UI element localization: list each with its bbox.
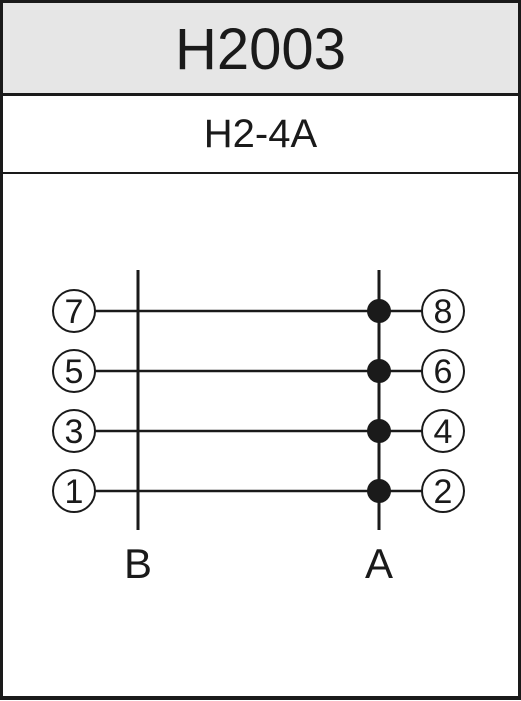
pin-number-right: 2 <box>434 473 453 511</box>
pin-number-left: 7 <box>65 293 84 331</box>
pin-number-left: 5 <box>65 353 84 391</box>
pin-number-left: 3 <box>65 413 84 451</box>
pin-number-right: 4 <box>434 413 453 451</box>
model-title: H2003 <box>175 17 346 82</box>
side-label-a: A <box>365 540 393 587</box>
pin-circle-left <box>52 469 96 513</box>
pin-number-right: 8 <box>434 293 453 331</box>
pin-circle-left <box>52 349 96 393</box>
pin-circle-right <box>421 289 465 333</box>
junction-dot <box>367 359 391 383</box>
junction-dot <box>367 479 391 503</box>
model-header: H2003 <box>3 3 518 96</box>
pin-circle-left <box>52 409 96 453</box>
junction-dot <box>367 419 391 443</box>
pin-number-right: 6 <box>434 353 453 391</box>
subtitle-row: H2-4A <box>3 96 518 174</box>
junction-dot <box>367 299 391 323</box>
pin-circle-left <box>52 289 96 333</box>
pin-circle-right <box>421 349 465 393</box>
side-label-b: B <box>124 540 152 587</box>
model-subtitle: H2-4A <box>203 112 318 156</box>
pin-circle-right <box>421 409 465 453</box>
pin-circle-right <box>421 469 465 513</box>
pin-number-left: 1 <box>65 473 84 511</box>
